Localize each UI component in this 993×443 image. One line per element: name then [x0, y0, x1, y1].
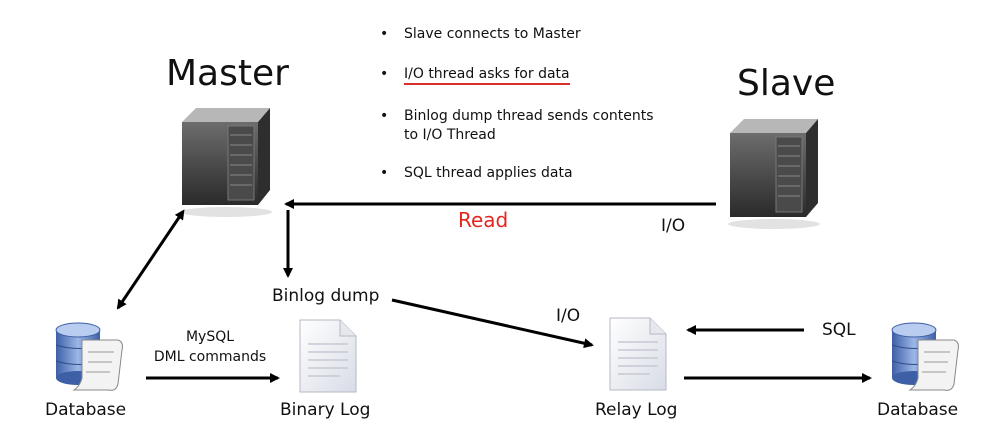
relay-log-document-icon — [609, 317, 667, 391]
relay-log-label: Relay Log — [595, 400, 678, 420]
mysql-dml-label-line2: DML commands — [153, 349, 267, 365]
sql-label: SQL — [822, 320, 856, 340]
binary-log-label: Binary Log — [280, 400, 371, 420]
step-text: I/O thread asks for data — [404, 66, 570, 85]
database-left-icon — [55, 322, 123, 391]
master-server-icon — [180, 108, 272, 217]
bullet-icon: • — [380, 66, 389, 82]
step-text: SQL thread applies data — [404, 165, 573, 181]
slave-server-icon — [728, 119, 820, 229]
binlog-dump-label: Binlog dump — [272, 286, 380, 306]
mysql-dml-label-line1: MySQL — [185, 329, 235, 345]
slave-title: Slave — [737, 63, 836, 104]
master-title: Master — [166, 53, 289, 94]
database-right-label: Database — [877, 400, 959, 420]
io-slave-label: I/O — [661, 216, 686, 236]
database-right-icon — [891, 322, 959, 391]
database-left-label: Database — [45, 400, 127, 420]
io-relay-label: I/O — [556, 306, 581, 326]
io-relay-arrow — [391, 298, 594, 349]
step-text: Slave connects to Master — [404, 26, 581, 42]
bullet-icon: • — [380, 26, 389, 42]
bullet-icon: • — [380, 108, 389, 124]
step-text: Binlog dump thread sends contents to I/O… — [404, 108, 654, 143]
master-database-arrow — [116, 209, 185, 310]
bullet-icon: • — [380, 165, 389, 181]
read-label: Read — [458, 208, 509, 232]
binary-log-document-icon — [299, 319, 357, 393]
